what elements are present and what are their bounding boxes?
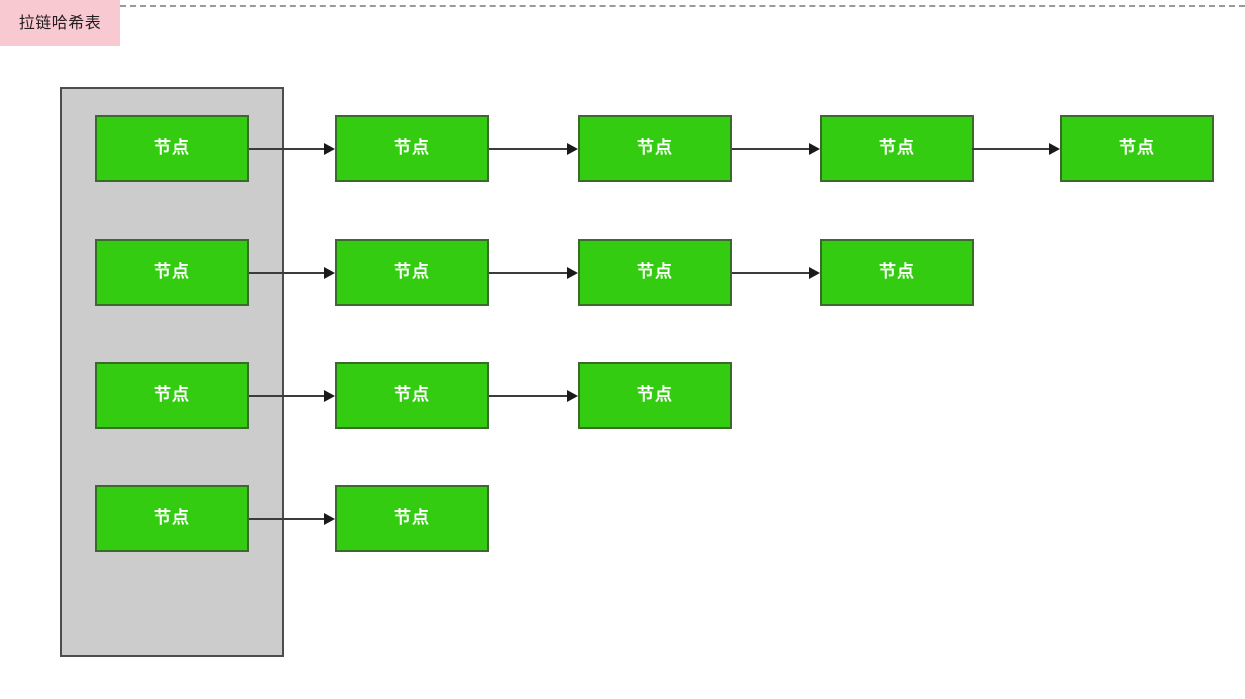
chain-node-r2c1[interactable]: 节点 <box>335 239 489 306</box>
node-label: 节点 <box>154 385 190 405</box>
chain-node-r3c1[interactable]: 节点 <box>335 362 489 429</box>
bucket-node-3[interactable]: 节点 <box>95 362 249 429</box>
arrow-row1-node3-to-node4 <box>972 143 1060 155</box>
bucket-node-4[interactable]: 节点 <box>95 485 249 552</box>
node-label: 节点 <box>1119 138 1155 158</box>
node-label: 节点 <box>637 385 673 405</box>
bucket-node-1[interactable]: 节点 <box>95 115 249 182</box>
node-label: 节点 <box>637 138 673 158</box>
chain-node-r2c2[interactable]: 节点 <box>578 239 732 306</box>
node-label: 节点 <box>154 262 190 282</box>
chain-node-r2c3[interactable]: 节点 <box>820 239 974 306</box>
node-label: 节点 <box>879 138 915 158</box>
top-dashed-divider <box>120 5 1245 7</box>
node-label: 节点 <box>394 508 430 528</box>
node-label: 节点 <box>154 138 190 158</box>
node-label: 节点 <box>394 385 430 405</box>
chain-node-r1c1[interactable]: 节点 <box>335 115 489 182</box>
chain-node-r1c4[interactable]: 节点 <box>1060 115 1214 182</box>
page-title: 拉链哈希表 <box>18 13 102 32</box>
arrow-row2-node2-to-node3 <box>732 267 820 279</box>
node-label: 节点 <box>637 262 673 282</box>
chain-node-r1c2[interactable]: 节点 <box>578 115 732 182</box>
node-label: 节点 <box>154 508 190 528</box>
node-label: 节点 <box>394 138 430 158</box>
bucket-node-2[interactable]: 节点 <box>95 239 249 306</box>
node-label: 节点 <box>394 262 430 282</box>
chain-node-r1c3[interactable]: 节点 <box>820 115 974 182</box>
arrow-row2-node1-to-node2 <box>489 267 578 279</box>
chain-node-r3c2[interactable]: 节点 <box>578 362 732 429</box>
arrow-row3-node1-to-node2 <box>489 390 578 402</box>
arrow-row1-node2-to-node3 <box>732 143 820 155</box>
title-tab: 拉链哈希表 <box>0 0 120 46</box>
arrow-row1-node1-to-node2 <box>489 143 578 155</box>
node-label: 节点 <box>879 262 915 282</box>
chain-node-r4c1[interactable]: 节点 <box>335 485 489 552</box>
